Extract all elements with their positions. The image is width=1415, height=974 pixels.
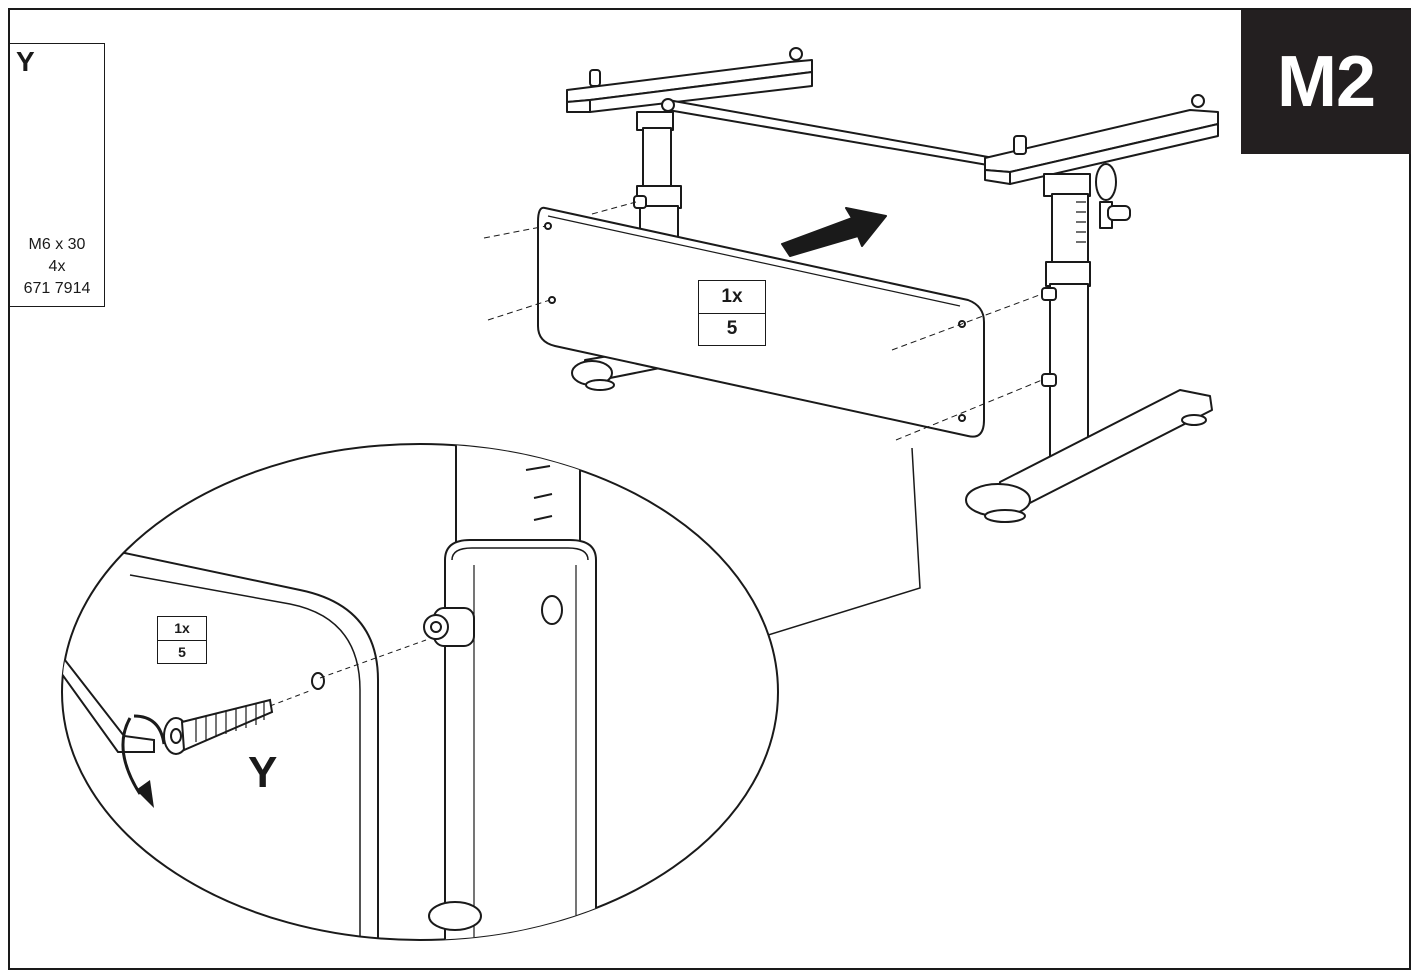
main-quantity: 1x [721, 285, 743, 307]
detail-quantity: 1x [174, 620, 190, 637]
parts-size: M6 x 30 [28, 236, 86, 253]
parts-quantity: 4x [48, 258, 66, 275]
detail-leader-line [751, 447, 921, 641]
detail-callout [61, 443, 779, 941]
step-number-badge: M2 [1241, 10, 1411, 154]
direction-arrow [781, 207, 887, 257]
right-top-rail [984, 94, 1219, 185]
right-column [1041, 163, 1131, 467]
left-top-rail [566, 47, 813, 113]
rotation-arrow [121, 717, 142, 795]
main-quantity-box: 1x 5 [698, 280, 766, 346]
main-step-ref: 5 [699, 312, 765, 346]
bolt-detail [163, 698, 274, 755]
allen-key [62, 644, 155, 753]
parts-legend: Y M6 x 30 4x 671 7914 [9, 43, 105, 307]
page-frame [8, 8, 1411, 970]
alignment-lines [483, 201, 1043, 441]
right-foot [965, 389, 1213, 523]
parts-article-number: 671 7914 [23, 280, 91, 297]
detail-quantity-box: 1x 5 [157, 616, 207, 664]
parts-letter: Y [16, 46, 35, 77]
detail-part-letter: Y [248, 748, 278, 797]
cross-bar [667, 99, 1006, 169]
detail-step-ref: 5 [158, 639, 206, 664]
